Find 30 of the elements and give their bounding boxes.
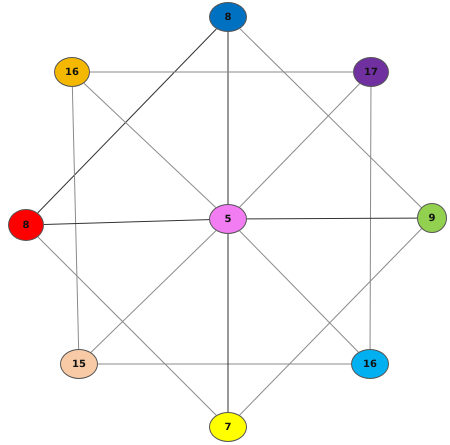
node-number: 8 <box>22 220 30 230</box>
connector-line <box>37 236 217 416</box>
connector-line <box>72 86 80 350</box>
node-ellipse <box>353 57 389 87</box>
node-number: 16 <box>363 358 377 370</box>
connector-line <box>239 230 359 353</box>
node-ellipse <box>209 204 247 234</box>
node-number: 7 <box>224 422 232 432</box>
node-number: 5 <box>224 214 232 224</box>
node-number: 17 <box>364 66 378 78</box>
node-ellipse <box>54 57 90 87</box>
node-ellipse <box>209 2 247 32</box>
connector-line <box>370 86 372 350</box>
node-ellipse <box>209 412 247 442</box>
node-ellipse <box>351 349 389 379</box>
node-number: 9 <box>428 212 436 224</box>
node-ellipse <box>8 209 44 241</box>
connector-line <box>239 28 422 208</box>
connector-line <box>44 219 210 225</box>
connector-line <box>239 228 422 416</box>
connector-line <box>239 83 360 208</box>
node-number: 15 <box>72 358 86 370</box>
connector-line <box>90 230 217 353</box>
node-number: 16 <box>65 66 79 78</box>
connector-line <box>83 82 216 208</box>
connector-line <box>37 28 217 214</box>
connector-line <box>246 218 418 220</box>
node-number: 8 <box>224 12 232 22</box>
node-ellipse <box>60 349 98 379</box>
node-ellipse <box>417 203 447 233</box>
